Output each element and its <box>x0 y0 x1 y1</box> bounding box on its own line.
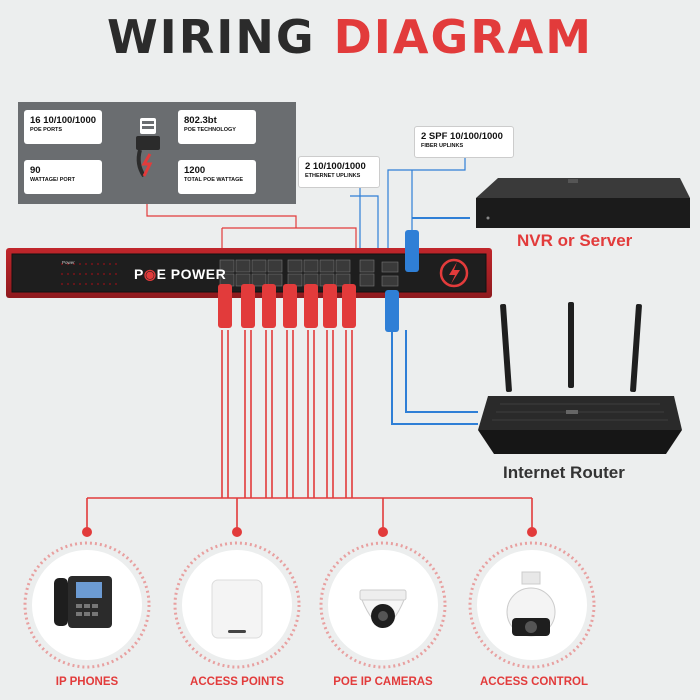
spec-label: TOTAL POE WATTAGE <box>184 177 244 183</box>
ethernet-plug-icon <box>136 118 160 178</box>
nvr-device <box>476 178 690 228</box>
nvr-label: NVR or Server <box>517 231 633 250</box>
router-label: Internet Router <box>503 463 625 482</box>
spec-label: POE PORTS <box>30 127 63 133</box>
brand-prefix: P <box>134 266 144 282</box>
spec-poe-technology: 802.3bt POE TECHNOLOGY <box>178 110 256 144</box>
spec-wattage-per-port: 90 WATTAGE/ PORT <box>24 160 102 194</box>
spec-value: 1200 <box>184 165 206 176</box>
ptz-camera-icon <box>506 571 556 637</box>
router-device <box>478 302 682 454</box>
brand-bolt-icon: ◉ <box>143 266 157 282</box>
dome-camera-icon <box>359 589 407 628</box>
spec-value: 802.3bt <box>184 115 217 126</box>
title-word-2: DIAGRAM <box>333 10 594 64</box>
spec-label: WATTAGE/ PORT <box>30 177 76 183</box>
specs-panel: 16 10/100/1000 POE PORTS 802.3bt POE TEC… <box>18 102 296 204</box>
spec-label: POE TECHNOLOGY <box>184 127 236 133</box>
switch-panel-text: Power <box>62 260 75 265</box>
category-ip-phones: IP PHONES <box>55 676 119 688</box>
ip-phone-icon <box>54 576 112 628</box>
ethernet-uplinks-callout: 2 10/100/1000 ETHERNET UPLINKS <box>298 156 380 188</box>
spec-poe-ports: 16 10/100/1000 POE PORTS <box>24 110 102 144</box>
callout-value: 2 10/100/1000 <box>305 161 366 172</box>
title-word-1: WIRING <box>106 10 316 64</box>
brand-rest: E POWER <box>156 266 227 282</box>
category-access-control: ACCESS CONTROL <box>480 676 588 688</box>
callout-label: FIBER UPLINKS <box>421 143 464 149</box>
fiber-uplinks-callout: 2 SPF 10/100/1000 FIBER UPLINKS <box>414 126 514 158</box>
page-title: WIRING DIAGRAM <box>0 10 700 64</box>
category-poe-ip-cameras: POE IP CAMERAS <box>333 676 433 688</box>
access-point-icon <box>211 579 263 639</box>
callout-value: 2 SPF 10/100/1000 <box>421 131 503 142</box>
spec-value: 16 10/100/1000 <box>30 115 97 126</box>
spec-total-wattage: 1200 TOTAL POE WATTAGE <box>178 160 256 194</box>
category-access-points: ACCESS POINTS <box>190 676 284 688</box>
switch-brand: P◉E POWER <box>134 266 226 283</box>
callout-label: ETHERNET UPLINKS <box>305 173 361 179</box>
spec-value: 90 <box>30 165 41 176</box>
